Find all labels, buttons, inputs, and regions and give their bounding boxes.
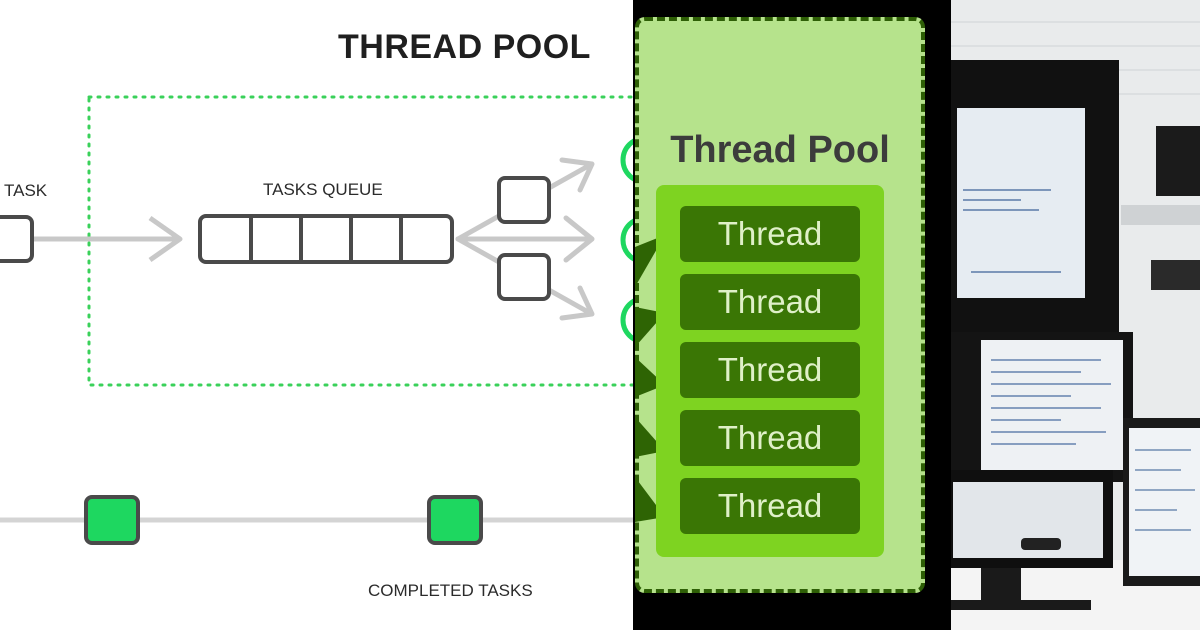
monitor-photo-graphic xyxy=(951,0,1200,630)
thread-item: Thread xyxy=(680,342,860,398)
monitor-photo xyxy=(951,0,1200,630)
thread-item: Thread xyxy=(680,410,860,466)
thread-item: Thread xyxy=(680,478,860,534)
dispatched-task-box xyxy=(497,176,551,224)
thread-item: Thread xyxy=(680,206,860,262)
completed-task-box xyxy=(427,495,483,545)
worker-icon xyxy=(620,138,633,182)
thread-item: Thread xyxy=(680,274,860,330)
diagram-title: THREAD POOL xyxy=(338,28,591,66)
enqueue-arrowhead xyxy=(148,215,183,263)
completed-task-box xyxy=(84,495,140,545)
thread-pool-diagram: THREAD POOL TASK TASKS QUEUE COMPLETED T… xyxy=(0,0,633,630)
incoming-task-box xyxy=(0,215,34,263)
diagram-graphics xyxy=(0,95,633,545)
thread-pool-card: Thread Pool Thread Thread Thread Thread … xyxy=(635,17,925,593)
thread-pool-title: Thread Pool xyxy=(670,129,890,171)
worker-icon xyxy=(620,298,633,342)
thread-pool-panel: Thread Pool Thread Thread Thread Thread … xyxy=(633,0,949,630)
tasks-queue-label: TASKS QUEUE xyxy=(263,180,383,199)
threads-container: Thread Thread Thread Thread Thread xyxy=(656,185,884,557)
pool-boundary xyxy=(87,95,633,387)
task-label: TASK xyxy=(4,181,48,200)
dispatched-task-box xyxy=(497,253,551,301)
tasks-queue xyxy=(198,214,454,264)
worker-icon xyxy=(620,218,633,262)
completed-tasks-label: COMPLETED TASKS xyxy=(368,581,533,600)
